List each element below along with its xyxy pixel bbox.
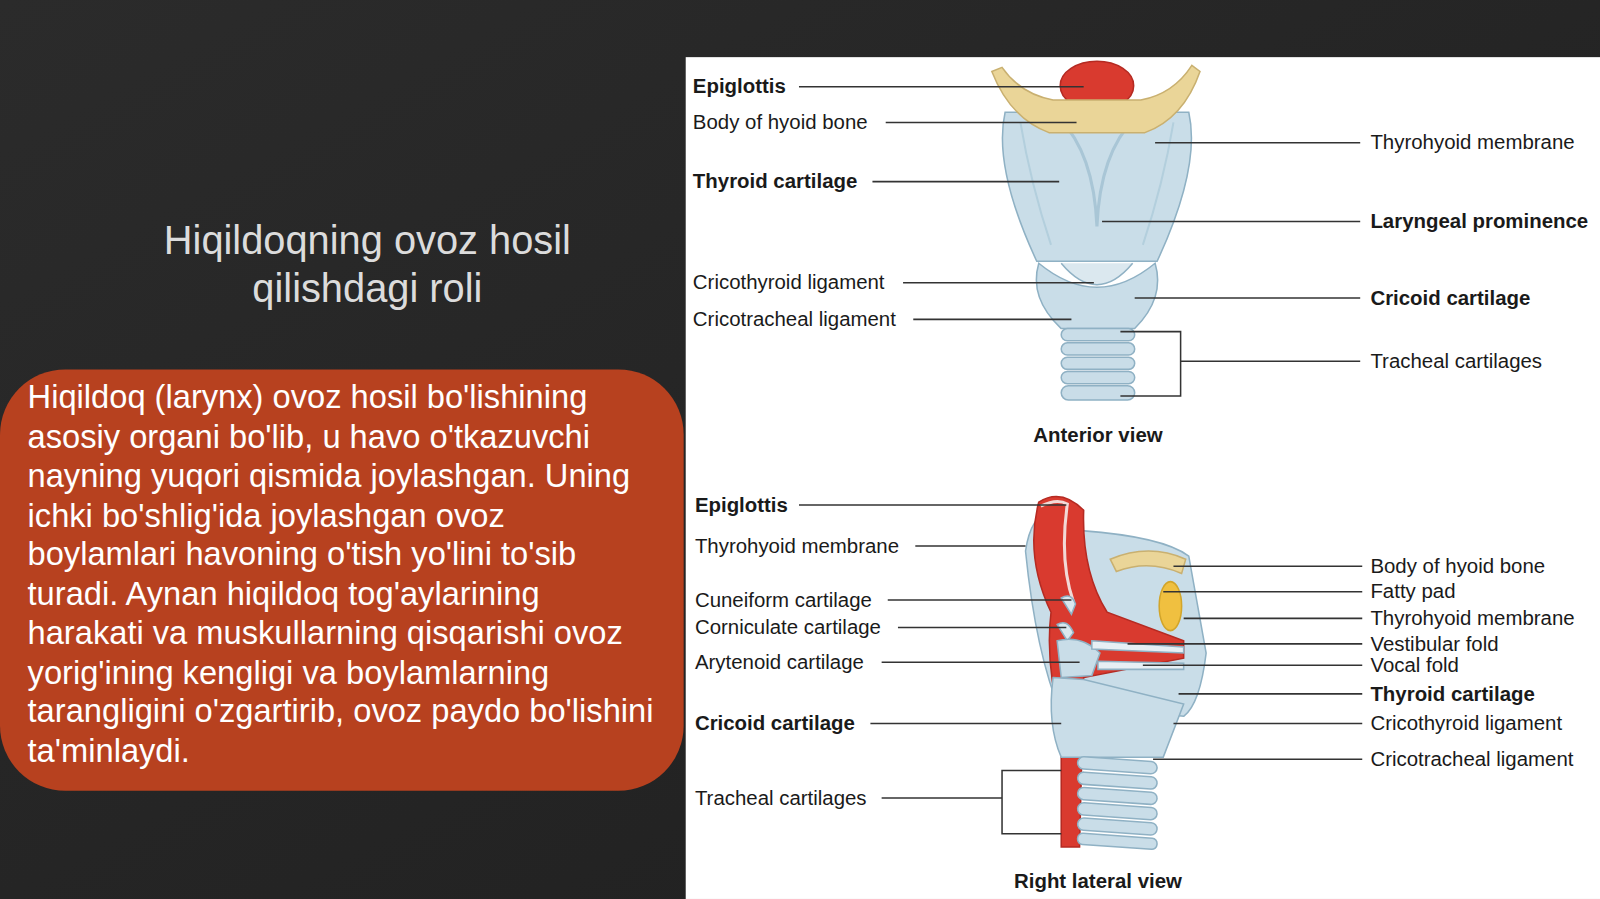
- leader-line: [1173, 566, 1362, 568]
- leader-line: [1184, 618, 1363, 620]
- part-label: Cricotracheal ligament: [1370, 747, 1573, 770]
- part-label: Cricoid cartilage: [695, 712, 855, 735]
- tracheal-ring: [1077, 787, 1157, 805]
- tracheal-ring: [1061, 329, 1134, 341]
- tracheal-ring: [1061, 357, 1134, 369]
- tracheal-ring: [1077, 772, 1157, 790]
- leader-line: [1173, 723, 1362, 725]
- bracket: [1002, 770, 1061, 833]
- tracheal-ring: [1077, 818, 1157, 836]
- part-label: Epiglottis: [695, 493, 788, 516]
- view-caption: Anterior view: [1033, 424, 1162, 447]
- leader-lines: [799, 87, 1362, 834]
- part-label: Thyrohyoid membrane: [695, 534, 899, 557]
- lateral-larynx: [1026, 496, 1207, 849]
- tracheal-ring: [1061, 343, 1134, 355]
- anterior-larynx: [992, 61, 1200, 400]
- leader-line: [915, 545, 1025, 547]
- corniculate-shape: [1057, 623, 1073, 641]
- leader-line: [1179, 693, 1363, 695]
- tracheal-ring: [1061, 371, 1134, 383]
- part-label: Cuneiform cartilage: [695, 588, 872, 611]
- leader-line: [799, 86, 1084, 88]
- part-label: Epiglottis: [693, 75, 786, 98]
- laryngeal-prominence-shape: [1059, 118, 1135, 226]
- part-label: Corniculate cartilage: [695, 616, 881, 639]
- part-label: Cricoid cartilage: [1370, 286, 1530, 309]
- leader-line: [886, 122, 1077, 124]
- leader-line: [888, 599, 1072, 601]
- part-label: Laryngeal prominence: [1370, 210, 1588, 233]
- part-label: Arytenoid cartilage: [695, 651, 864, 674]
- part-label: Tracheal cartilages: [1370, 349, 1542, 372]
- body-text: Hiqildoq (larynx) ovoz hosil bo'lishinin…: [28, 378, 656, 771]
- leader-line: [799, 504, 1066, 506]
- leader-line: [1135, 297, 1361, 299]
- text-panel: Hiqildoq (larynx) ovoz hosil bo'lishinin…: [0, 369, 684, 790]
- part-label: Cricothyroid ligament: [1370, 712, 1562, 735]
- vestibular-fold-shape: [1092, 641, 1184, 653]
- leader-line: [1128, 643, 1363, 645]
- epiglottis-edge: [1041, 501, 1074, 602]
- part-label: Tracheal cartilages: [695, 786, 867, 809]
- leader-line: [1181, 360, 1361, 362]
- part-label: Body of hyoid bone: [693, 111, 868, 134]
- cricoid-cartilage-shape: [1051, 678, 1183, 758]
- part-label: Fatty pad: [1370, 580, 1455, 603]
- leader-line: [1143, 665, 1362, 667]
- tracheal-ring: [1061, 386, 1134, 400]
- leader-line: [870, 723, 1061, 725]
- tracheal-ring: [1077, 802, 1157, 820]
- leader-line: [898, 627, 1066, 629]
- tracheal-ring: [1077, 833, 1157, 850]
- part-label: Thyrohyoid membrane: [1370, 131, 1574, 154]
- part-label: Thyrohyoid membrane: [1370, 607, 1574, 630]
- cuneiform-shape: [1061, 596, 1075, 614]
- part-label: Vocal fold: [1370, 654, 1459, 677]
- part-label: Cricotracheal ligament: [693, 308, 896, 331]
- fatty-pad-shape: [1159, 582, 1181, 631]
- part-label: Body of hyoid bone: [1370, 555, 1545, 578]
- leader-line: [882, 661, 1080, 663]
- part-label: Thyroid cartilage: [1370, 682, 1534, 705]
- leader-line: [872, 181, 1059, 183]
- leader-line: [1155, 142, 1360, 144]
- cricothyroid-ligament-shape: [1061, 263, 1132, 284]
- image-panel: [686, 57, 1600, 899]
- leader-line: [903, 282, 1094, 284]
- airway-interior: [1034, 496, 1184, 846]
- slide-title: Hiqildoqning ovoz hosil qilishdagi roli: [112, 216, 622, 312]
- leader-line: [1163, 591, 1362, 593]
- part-label: Vestibular fold: [1370, 632, 1498, 655]
- part-label: Cricothyroid ligament: [693, 271, 885, 294]
- bracket: [1120, 332, 1180, 396]
- thyroid-lamina-shading: [1020, 122, 1173, 244]
- view-caption: Right lateral view: [1014, 870, 1182, 893]
- leader-line: [882, 797, 1002, 799]
- tracheal-ring: [1077, 756, 1157, 774]
- part-label: Thyroid cartilage: [693, 170, 857, 193]
- leader-line: [1153, 758, 1362, 760]
- leader-line: [1102, 221, 1360, 223]
- hyoid-bone-shape: [1110, 551, 1186, 573]
- leader-line: [913, 319, 1071, 321]
- thyroid-cartilage-shape: [1002, 112, 1191, 261]
